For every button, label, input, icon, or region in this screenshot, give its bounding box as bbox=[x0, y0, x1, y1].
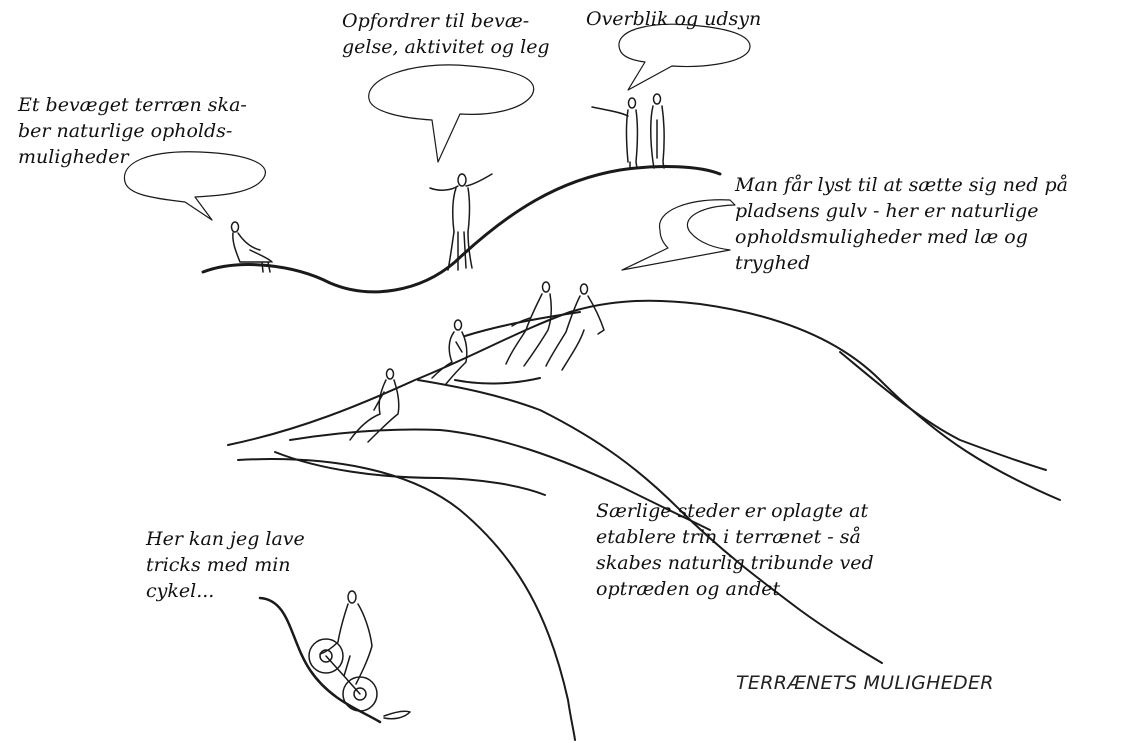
step-line-3 bbox=[274, 451, 546, 496]
note-bike-line-1: Her kan jeg lave bbox=[146, 528, 305, 550]
note-floor-line-1: Man får lyst til at sætte sig ned på bbox=[735, 174, 1068, 196]
note-floor-line-3: opholdsmuligheder med læ og bbox=[735, 226, 1028, 248]
note-steps-line-2: etablere trin i terrænet - så bbox=[596, 526, 861, 548]
note-floor: Man får lyst til at sætte sig ned på pla… bbox=[735, 172, 1068, 276]
note-bike: Her kan jeg lave tricks med min cykel... bbox=[146, 526, 305, 604]
cyclist-figure bbox=[308, 590, 411, 720]
right-slope-line bbox=[839, 351, 1047, 471]
note-movement-line-1: Opfordrer til bevæ- bbox=[342, 10, 530, 32]
note-terrain-line-3: muligheder bbox=[18, 146, 129, 168]
step-line-1 bbox=[417, 379, 883, 664]
ridge-group-figures bbox=[349, 281, 605, 443]
speech-bubble-terrain bbox=[123, 151, 266, 221]
note-terrain-line-1: Et bevæget terræn ska- bbox=[18, 94, 247, 116]
top-hill-line bbox=[201, 165, 722, 294]
standing-pair-figures bbox=[591, 93, 665, 169]
bike-ramp-line bbox=[258, 596, 382, 724]
lower-valley-line bbox=[237, 458, 576, 741]
sitting-figure-left bbox=[230, 221, 273, 273]
note-steps-line-4: optræden og andet bbox=[596, 578, 781, 600]
note-steps-line-3: skabes naturlig tribunde ved bbox=[596, 552, 874, 574]
note-floor-line-4: tryghed bbox=[735, 252, 811, 274]
note-steps-line-1: Særlige steder er oplagte at bbox=[596, 500, 869, 522]
note-movement: Opfordrer til bevæ- gelse, aktivitet og … bbox=[342, 8, 550, 60]
note-bike-line-3: cykel... bbox=[146, 580, 215, 602]
step-line-2 bbox=[289, 428, 711, 531]
note-overview: Overblik og udsyn bbox=[586, 6, 761, 32]
note-movement-line-2: gelse, aktivitet og leg bbox=[342, 36, 550, 58]
middle-ridge-line bbox=[227, 299, 1061, 501]
note-steps: Særlige steder er oplagte at etablere tr… bbox=[596, 498, 874, 602]
speech-bubble-overview bbox=[618, 23, 751, 91]
arms-open-figure bbox=[429, 173, 493, 271]
note-overview-line-1: Overblik og udsyn bbox=[586, 8, 762, 30]
speech-bubble-floor bbox=[621, 199, 736, 271]
note-floor-line-2: pladsens gulv - her er naturlige bbox=[735, 200, 1039, 222]
note-terrain-line-2: ber naturlige opholds- bbox=[18, 120, 233, 142]
note-terrain: Et bevæget terræn ska- ber naturlige oph… bbox=[18, 92, 247, 170]
crowd-base-line bbox=[454, 377, 541, 385]
note-bike-line-2: tricks med min bbox=[146, 554, 291, 576]
figure-caption: TERRÆNETS MULIGHEDER bbox=[736, 672, 994, 694]
speech-bubble-movement bbox=[368, 64, 535, 163]
